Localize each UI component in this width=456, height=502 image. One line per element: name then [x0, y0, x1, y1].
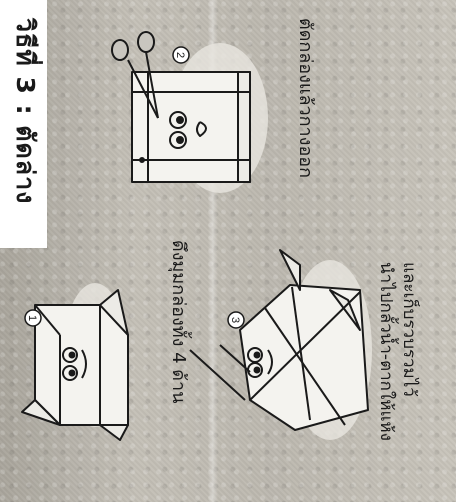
- step-2-caption: ตัดกล่องแล้วกางออก: [295, 18, 316, 178]
- step-3-badge: 3: [227, 311, 245, 329]
- step-2-number: 2: [174, 52, 186, 58]
- step-3-caption-line-2: และเก็บรวบรวมไว้: [399, 262, 419, 397]
- step-2-badge: 2: [172, 46, 190, 64]
- step-2-illustration: [131, 43, 268, 193]
- step-3-number: 3: [229, 317, 241, 323]
- paper-fold: [208, 0, 218, 502]
- title-box: [0, 0, 47, 248]
- step-1-badge: 1: [24, 309, 42, 327]
- step-1-number: 1: [26, 315, 38, 321]
- step-1-illustration: [21, 283, 129, 441]
- scissors-icon: [111, 31, 159, 119]
- step-3-illustration: [189, 249, 372, 440]
- step-1-caption: ดึงมุมกล่องทั้ง 4 ด้าน: [168, 240, 189, 404]
